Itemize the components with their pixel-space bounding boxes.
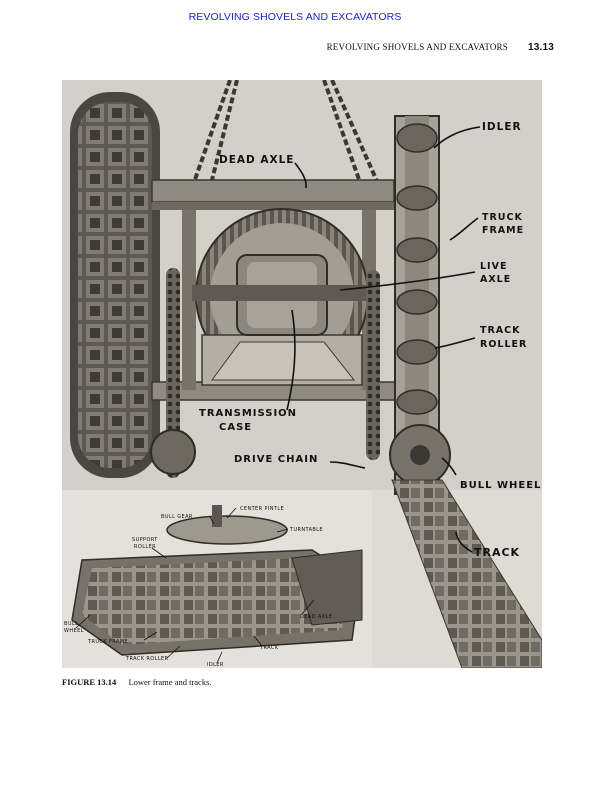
label-drive-chain: DRIVE CHAIN (234, 454, 318, 465)
inset-label-track-roller: TRACK ROLLER (125, 656, 169, 662)
label-track-roller-line1: TRACK (480, 325, 520, 336)
inset-leader-lines (75, 507, 315, 664)
figure-photo: IDLER DEAD AXLE TRUCK FRAME LIVE AXLE TR… (62, 80, 542, 668)
label-truck-frame-line2: FRAME (482, 225, 524, 236)
drive-chains (150, 268, 380, 478)
figure-caption: FIGURE 13.14 Lower frame and tracks. (62, 677, 212, 687)
inset-crawler-photo (62, 490, 372, 668)
inset-label-center-pintle: CENTER PINTLE (240, 506, 284, 512)
running-head-title: REVOLVING SHOVELS AND EXCAVATORS (326, 42, 508, 52)
label-dead-axle: DEAD AXLE (219, 154, 294, 166)
transmission-case (192, 254, 367, 336)
running-head: REVOLVING SHOVELS AND EXCAVATORS 13.13 (327, 42, 554, 53)
inset-label-track: TRACK (259, 645, 279, 651)
hoist-chains (190, 80, 382, 189)
inset-label-idler: IDLER (207, 662, 224, 668)
inset-label-bull-wheel-line1: BULL (64, 621, 78, 627)
inset-label-truck-frame: TRUCK FRAME (87, 639, 128, 645)
left-crawler-track (70, 92, 160, 478)
label-bull-wheel: BULL WHEEL (460, 480, 541, 491)
label-truck-frame-line1: TRUCK (482, 212, 523, 223)
figure-caption-text: Lower frame and tracks. (128, 677, 212, 687)
label-idler: IDLER (482, 121, 522, 133)
inset-label-support-roller-line2: ROLLER (134, 544, 156, 550)
label-transmission-case-line2: CASE (219, 422, 252, 433)
ground-track (391, 479, 542, 668)
label-track-roller-line2: ROLLER (480, 339, 527, 350)
leader-lines (286, 126, 481, 553)
label-live-axle-line2: AXLE (480, 274, 511, 285)
inset-label-support-roller-line1: SUPPORT (132, 537, 158, 543)
inset-label-turntable: TURNTABLE (289, 527, 323, 533)
inset-label-bull-wheel-line2: WHEEL (64, 628, 84, 634)
label-transmission-case-line1: TRANSMISSION (199, 408, 297, 419)
inset-label-bull-gear: BULL GEAR (161, 514, 193, 520)
page-number: 13.13 (527, 42, 554, 53)
label-track: TRACK (474, 546, 520, 559)
figure-illustration: IDLER DEAD AXLE TRUCK FRAME LIVE AXLE TR… (62, 80, 542, 668)
truck-frame (389, 115, 451, 495)
label-live-axle-line1: LIVE (480, 261, 507, 272)
figure-number: FIGURE 13.14 (62, 677, 117, 687)
top-banner: REVOLVING SHOVELS AND EXCAVATORS (188, 11, 402, 23)
inset-label-dead-axle: DEAD AXLE (300, 614, 332, 620)
